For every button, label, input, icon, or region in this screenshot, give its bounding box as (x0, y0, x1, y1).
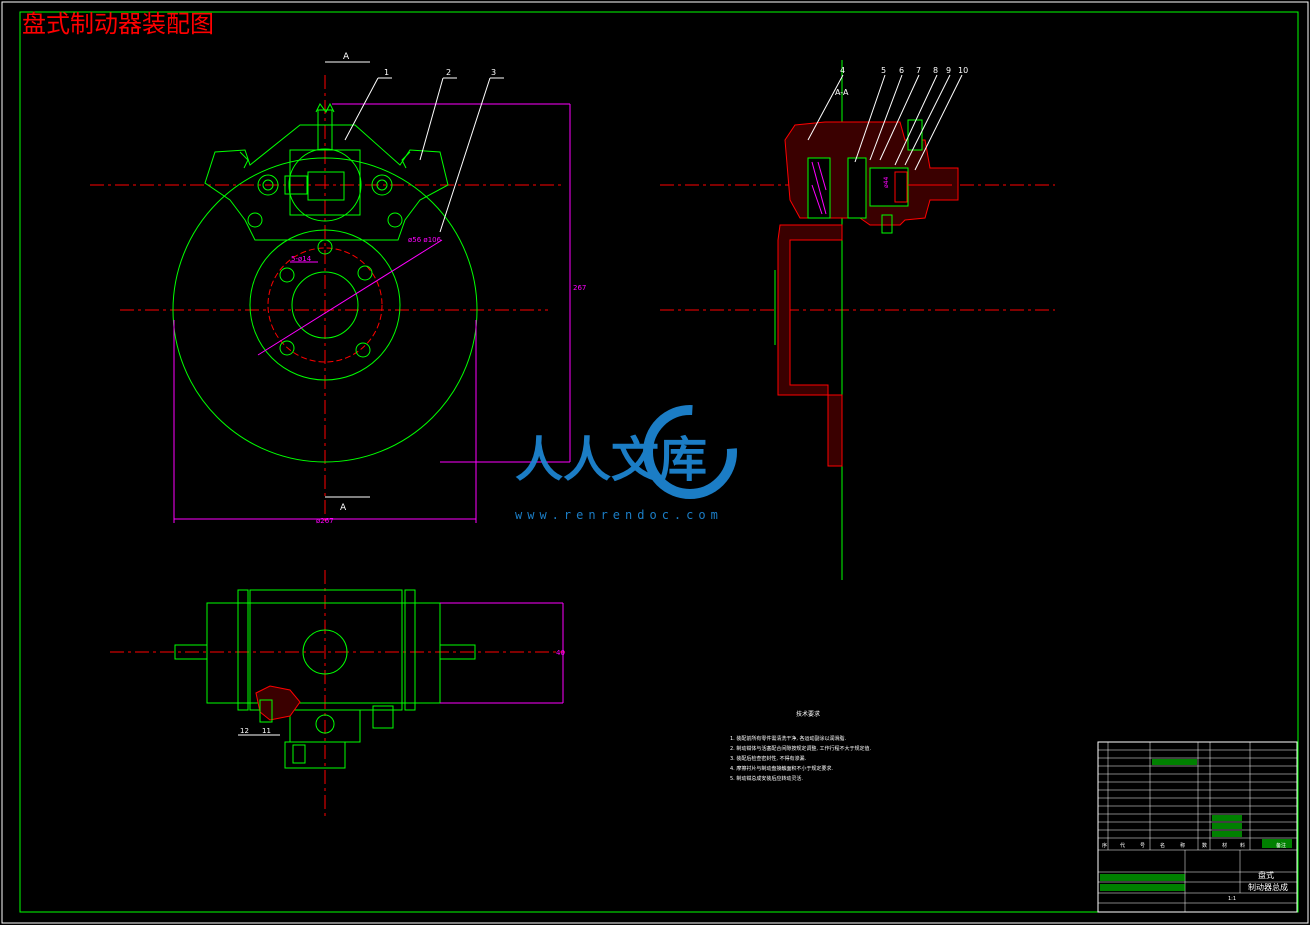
tb-col-6: 数 (1202, 842, 1207, 849)
pin-block (284, 175, 308, 195)
section-view-label: A-A (835, 88, 849, 97)
callout-1: 1 (384, 68, 389, 77)
section-letter-top: A (343, 52, 350, 62)
drawing-title: 盘式制动器装配图 (22, 10, 214, 38)
inner-border (19, 11, 1299, 913)
tb-name-2: 制动器总成 (1248, 882, 1288, 892)
tb-col-3: 号 (1140, 843, 1145, 849)
bleeder-detail (255, 685, 301, 721)
note-5: 5. 制动钳总成安装后应转动灵活. (730, 775, 803, 782)
callout-12: 12 (240, 727, 249, 735)
note-2: 2. 制动钳体与活塞配合间隙按规定调整, 工作行程不大于规定值. (730, 745, 872, 752)
bolt-hole (279, 267, 295, 283)
dim-pad-label: 40 (556, 649, 565, 657)
pad-hatch (811, 161, 827, 215)
tb-name-1: 盘式 (1258, 870, 1274, 880)
callout-4: 4 (840, 66, 845, 75)
note-1: 1. 装配前所有零件需清洗干净, 各运动副涂以润滑脂. (730, 735, 847, 742)
callout-11: 11 (262, 727, 271, 735)
bolt-hole (357, 265, 373, 281)
callout-5: 5 (881, 66, 886, 75)
callout-10: 10 (958, 66, 968, 75)
bleed-screw-block (307, 171, 345, 201)
tb-col-1: 序 (1102, 842, 1107, 849)
guide-pin-left (257, 174, 279, 196)
disc-hub-section (777, 224, 843, 467)
watermark-url: www.renrendoc.com (515, 508, 723, 522)
dim-width-label: ø267 (316, 517, 334, 525)
section-letter-bottom: A (340, 503, 347, 513)
front-view: A A 267 ø267 ø56 ø106 5-ø14 1 2 3 (90, 52, 586, 525)
hub-outline (249, 229, 401, 381)
notes-heading: 技术要求 (796, 710, 820, 718)
tb-col-4: 名 (1160, 842, 1165, 849)
bolt-hole (355, 342, 371, 358)
dim-pcd-label: ø56 ø106 (408, 236, 442, 244)
brake-pad-inner (847, 157, 867, 219)
note-4: 4. 摩擦衬片与制动盘接触面积不小于规定要求. (730, 765, 833, 772)
callout-9: 9 (946, 66, 951, 75)
caliper-bottom-outline (206, 602, 441, 704)
guide-pin-right (371, 174, 393, 196)
center-bore (291, 271, 359, 339)
callout-2: 2 (446, 68, 451, 77)
callout-8: 8 (933, 66, 938, 75)
tb-col-2: 代 (1120, 842, 1125, 849)
tb-col-8: 料 (1240, 842, 1245, 849)
callout-3: 3 (491, 68, 496, 77)
piston-bore (288, 148, 362, 222)
mount-hole-right (387, 212, 403, 228)
dim-pcd-leader (257, 239, 443, 356)
dim-height-label: 267 (573, 284, 586, 292)
technical-notes: 技术要求 1. 装配前所有零件需清洗干净, 各运动副涂以润滑脂. 2. 制动钳体… (730, 710, 872, 782)
dim-inner-label: ø44 (883, 177, 890, 188)
piston-bottom (302, 629, 348, 675)
tb-col-9: 备注 (1276, 842, 1286, 849)
watermark-brand: 人人文库 (515, 432, 707, 488)
dim-holes-label: 5-ø14 (291, 255, 312, 263)
bolt-circle (267, 247, 383, 363)
bleeder-screw-section (907, 119, 923, 151)
bottom-view: 40 12 11 (110, 570, 565, 820)
tb-col-5: 称 (1180, 842, 1185, 849)
watermark-logo-icon (643, 405, 737, 499)
section-view: A-A 4 5 6 7 8 9 10 ø44 (660, 60, 1055, 580)
watermark: 人人文库 www.renrendoc.com (515, 405, 737, 522)
tb-scale: 1:1 (1228, 896, 1236, 902)
callout-7: 7 (916, 66, 921, 75)
note-3: 3. 装配后检查密封性, 不得有渗漏. (730, 755, 807, 762)
mount-hole-left (247, 212, 263, 228)
brake-disc-outline (172, 157, 478, 463)
title-block: 序 代 号 名 称 数 材 料 备注 盘式 制动器总成 1:1 (1097, 741, 1298, 913)
tb-col-7: 材 (1222, 842, 1227, 849)
bolt-hole (279, 340, 295, 356)
callout-6: 6 (899, 66, 904, 75)
